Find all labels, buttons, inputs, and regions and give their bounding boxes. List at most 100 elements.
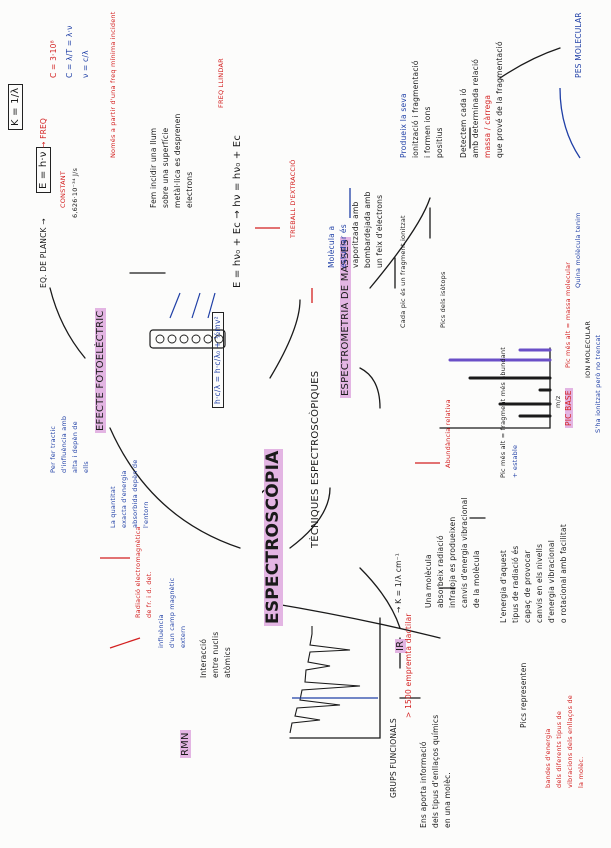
masses-desc-1: Molècula a [327, 225, 336, 268]
ferfractiu-4: ells [82, 461, 90, 473]
ferfractiu-1: Per fer tractic [49, 425, 57, 473]
ir-desc-2: absorbeix radiació [436, 535, 445, 608]
masses-desc-2: estudiar és [339, 224, 348, 268]
freq-llindar: FREQ LLINDAR [217, 58, 225, 108]
info-1: Ens aporta informació [419, 741, 428, 828]
ir-energy-2: tipus de radiació és [511, 545, 520, 623]
ir-spectrum-axes [289, 617, 381, 739]
pics-representen: Pics representen [519, 662, 528, 728]
ferfractiu-3: alta i depèn de [71, 421, 79, 473]
link-to-tecniques [289, 487, 331, 549]
detect-2: amb determinada relació [471, 58, 480, 158]
eq-planck-label: EQ. DE PLANCK → [39, 218, 48, 288]
ir-spectrum-trace [289, 626, 361, 734]
quantitat-3: absorbida depèn de [131, 459, 139, 528]
pic-fragment: Cada pic és un fragment ionitzat [399, 215, 407, 328]
bandes-1: bandes d'energia [544, 728, 552, 788]
planck-equation: E = h·ν [36, 147, 51, 193]
constant-label: CONSTANT [59, 171, 67, 208]
ir-desc-3: infraroja es produeixen [448, 516, 457, 608]
main-title: ESPECTROSCÒPIA [263, 448, 283, 626]
estable-label: + estable [511, 444, 519, 478]
zona-empremta: > 1500 empremta dactilar [404, 613, 413, 718]
link-to-rmn [269, 602, 441, 639]
ionize-3: i formen ions [423, 106, 432, 158]
link-to-planck [49, 287, 86, 359]
link-masses-desc [369, 197, 431, 289]
metal-plate [149, 329, 226, 349]
pes-molecular: PES MOLECULAR [574, 12, 583, 78]
detect-4: que prové de la fragmentació [495, 41, 504, 158]
masses-desc-3: vaporitzada amb [351, 201, 360, 268]
emit-note: Només a partir d'una freq mínima inciden… [109, 11, 117, 159]
interaccio-1: Interacció [199, 638, 208, 678]
ionize-2: ionització i fragmentació [411, 60, 420, 158]
masses-desc-4: bombardejada amb [363, 191, 372, 268]
mz-label: m/z [554, 395, 562, 408]
link-to-masses [359, 367, 381, 409]
abundancia-label: Abundància relativa [444, 399, 452, 468]
interaccio-3: atòmics [223, 647, 232, 678]
mass-spectrum-axes [439, 347, 551, 429]
bandes-3: vibracions dels enllaços de [566, 695, 574, 788]
info-2: dels tipus d'enllaços químics [431, 714, 440, 828]
pic-molecular: Pic més alt = massa molecular [564, 261, 572, 368]
ir-energy-5: d'energia vibracional [547, 540, 556, 623]
photon-arrows [169, 292, 216, 319]
quantitat-2: exacta d'energia [120, 470, 128, 528]
detect-3: massa / càrrega [483, 94, 492, 158]
camp-1: influència [157, 614, 165, 648]
bandes-4: la molèc. [577, 756, 585, 788]
grups-funcionals: GRUPS FUNCIONALS [389, 718, 398, 798]
photo-title: EFECTE FOTOELÈCTRIC [95, 308, 106, 433]
rmn-title: RMN [180, 730, 191, 758]
ir-desc-1: Una molècula [424, 554, 433, 608]
pic-mes-abundant: Pic més alt = fragment més abundant [499, 347, 507, 478]
ionize-4: positius [435, 127, 444, 158]
photo-desc-4: electrons [185, 171, 194, 208]
c-lambda-equation: C = λ/T = λ·ν [65, 25, 74, 79]
freq-label: → FREQ [39, 117, 48, 148]
camp-3: extern [179, 625, 187, 648]
ir-formula: → K = 1/λ cm⁻¹ [394, 553, 403, 613]
ir-energy-4: canvis en els nivells [535, 543, 544, 623]
link-to-photoelectric [109, 427, 241, 549]
pics-isotops: Pics dels isòtops [439, 271, 447, 328]
masses-desc-5: un feix d'electrons [375, 194, 384, 268]
treball-label: TREBALL D'EXTRACCIÓ [289, 159, 297, 238]
energy-box: h·c/λ = h·c/λ₀ + ½mv² [212, 312, 225, 408]
radiacio-1: Radiació electromagnètica [134, 526, 142, 618]
detect-1: Detectem cada ió [459, 88, 468, 158]
photo-desc-1: Fem incidir una llum [149, 127, 158, 208]
photo-desc-2: sobre una superfície [161, 127, 170, 208]
interaccio-2: entre nuclis [211, 631, 220, 678]
mass-peaks [448, 348, 552, 418]
quantitat-4: l'entorn [142, 501, 150, 528]
ir-energy-1: L'energia d'aquest [499, 550, 508, 623]
sha-ionitzat: S'ha ionitzat però no trencat [594, 334, 602, 433]
radiacio-2: de fr. i d. det. [145, 571, 153, 618]
quantitat-1: La quantitat [109, 486, 117, 528]
ir-energy-6: o rotacional amb facilitat [559, 524, 568, 623]
ionize-1: Produeix la seva [399, 93, 408, 158]
photo-desc-3: metàl·lica es desprenen [173, 113, 182, 208]
pic-base: PIC BASE [564, 388, 574, 428]
c-equation: C = 3·10⁸ [49, 40, 58, 78]
ir-desc-4: canvis d'energia vibracional [460, 497, 469, 608]
tecniques-title: TÈCNIQUES ESPECTROSCÒPIQUES [310, 370, 321, 548]
k-formula: K = 1/λ [8, 83, 23, 130]
photo-main-eq: E = hν₀ + Ec → hν = hν₀ + Ec [232, 134, 243, 288]
info-3: en una molèc. [443, 772, 452, 828]
constant-value: 6,626·10⁻³⁴ J/s [71, 167, 79, 218]
camp-2: d'un camp magnètic [168, 577, 176, 648]
quina-molecula: Quina molècula tenim [574, 212, 582, 288]
nu-equation: ν = c/λ [81, 50, 90, 78]
ir-desc-5: de la molècula [472, 550, 481, 608]
ir-energy-3: capaç de provocar [523, 550, 532, 623]
ferfractiu-2: d'influència amb [60, 415, 68, 473]
metal-atoms [155, 334, 224, 344]
bandes-2: dels diferents tipus de [555, 710, 563, 788]
